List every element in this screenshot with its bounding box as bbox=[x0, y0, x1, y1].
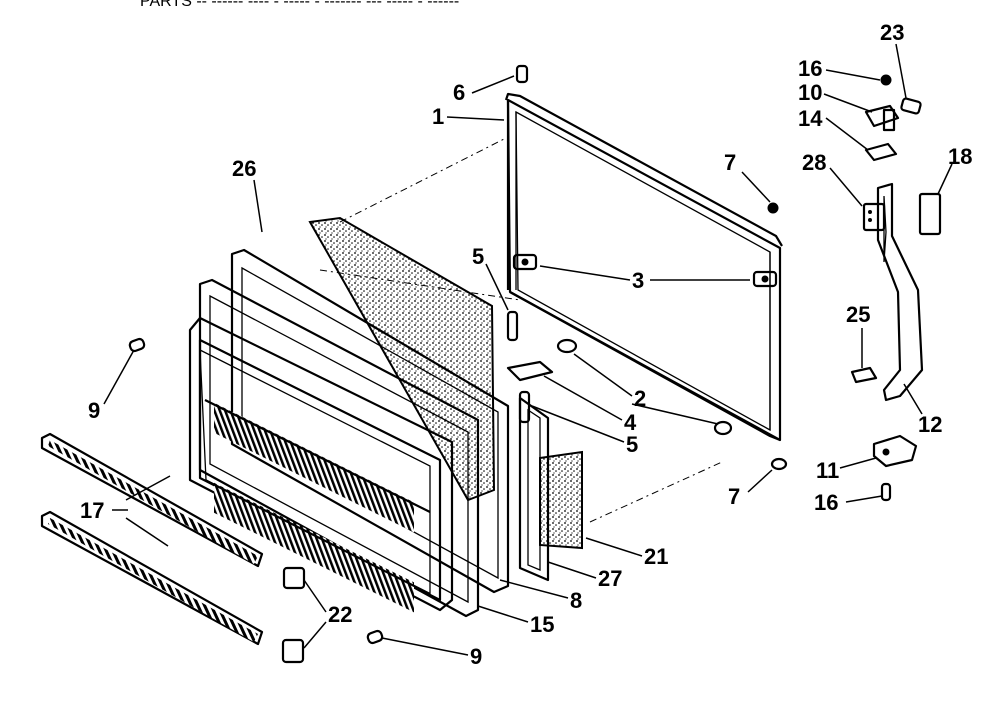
end-cap-upper bbox=[282, 566, 306, 590]
spacer-right bbox=[713, 420, 733, 436]
callout-16-bottom: 16 bbox=[814, 490, 838, 515]
shelf-bar-upper bbox=[40, 432, 264, 568]
callout-25: 25 bbox=[846, 302, 870, 327]
callout-11: 11 bbox=[816, 458, 839, 483]
callout-9-lower: 9 bbox=[470, 644, 482, 669]
callout-5-lower: 5 bbox=[626, 432, 638, 457]
hinge-block-left bbox=[512, 253, 538, 271]
callout-17: 17 bbox=[80, 498, 104, 523]
bracket-10 bbox=[864, 104, 900, 132]
end-cap-lower bbox=[281, 638, 305, 664]
screw-9-lower bbox=[366, 629, 384, 645]
cap-23 bbox=[900, 97, 922, 115]
foam-panel-back bbox=[308, 216, 496, 502]
callout-2: 2 bbox=[634, 386, 646, 411]
callout-1: 1 bbox=[432, 104, 444, 129]
top-screw bbox=[515, 64, 529, 84]
callout-12: 12 bbox=[918, 412, 942, 437]
handle-bracket-28 bbox=[862, 202, 886, 232]
callout-10: 10 bbox=[798, 80, 822, 105]
hinge-block-right bbox=[752, 270, 778, 288]
trim-18 bbox=[918, 192, 942, 236]
alignment-lines bbox=[319, 137, 723, 523]
hinge-11 bbox=[872, 434, 918, 468]
callout-4: 4 bbox=[624, 410, 637, 435]
spacer-left bbox=[556, 338, 578, 354]
gasket-8 bbox=[230, 248, 510, 594]
callout-9-upper: 9 bbox=[88, 398, 100, 423]
stop-pin-bottom bbox=[770, 457, 788, 471]
callout-23: 23 bbox=[880, 20, 904, 45]
gasket-27 bbox=[518, 396, 550, 582]
stop-pin-top bbox=[767, 202, 779, 214]
callout-labels: 1 6 26 7 5 3 2 4 5 7 9 17 22 9 15 8 27 2… bbox=[80, 20, 972, 669]
callout-15: 15 bbox=[530, 612, 554, 637]
screw-5-upper bbox=[506, 310, 519, 342]
callout-18: 18 bbox=[948, 144, 972, 169]
callout-26: 26 bbox=[232, 156, 256, 181]
hinge-bracket-4 bbox=[506, 360, 554, 382]
callout-14: 14 bbox=[798, 106, 823, 131]
callout-22: 22 bbox=[328, 602, 352, 627]
header-fragment: PARTS -- ------ ---- - ----- - ------- -… bbox=[140, 0, 459, 10]
callout-6: 6 bbox=[453, 80, 465, 105]
callout-16-top: 16 bbox=[798, 56, 822, 81]
callout-28: 28 bbox=[802, 150, 826, 175]
callout-27: 27 bbox=[598, 566, 622, 591]
callout-7-bottom: 7 bbox=[728, 484, 740, 509]
inner-door-liner bbox=[188, 316, 454, 613]
callout-3: 3 bbox=[632, 268, 644, 293]
foam-panel-21 bbox=[539, 450, 583, 550]
door-handle bbox=[876, 182, 924, 402]
callout-5-upper: 5 bbox=[472, 244, 484, 269]
spacer-14 bbox=[864, 142, 898, 162]
leader-lines bbox=[103, 43, 953, 656]
outer-door-panel bbox=[504, 92, 783, 442]
bracket-25 bbox=[850, 366, 878, 384]
callout-7-top: 7 bbox=[724, 150, 736, 175]
callout-8: 8 bbox=[570, 588, 582, 613]
screw-16-top bbox=[880, 74, 892, 86]
screw-16-bottom bbox=[880, 482, 892, 502]
callout-21: 21 bbox=[644, 544, 668, 569]
shelf-bar-lower bbox=[40, 510, 264, 646]
screw-9-upper bbox=[128, 337, 146, 353]
